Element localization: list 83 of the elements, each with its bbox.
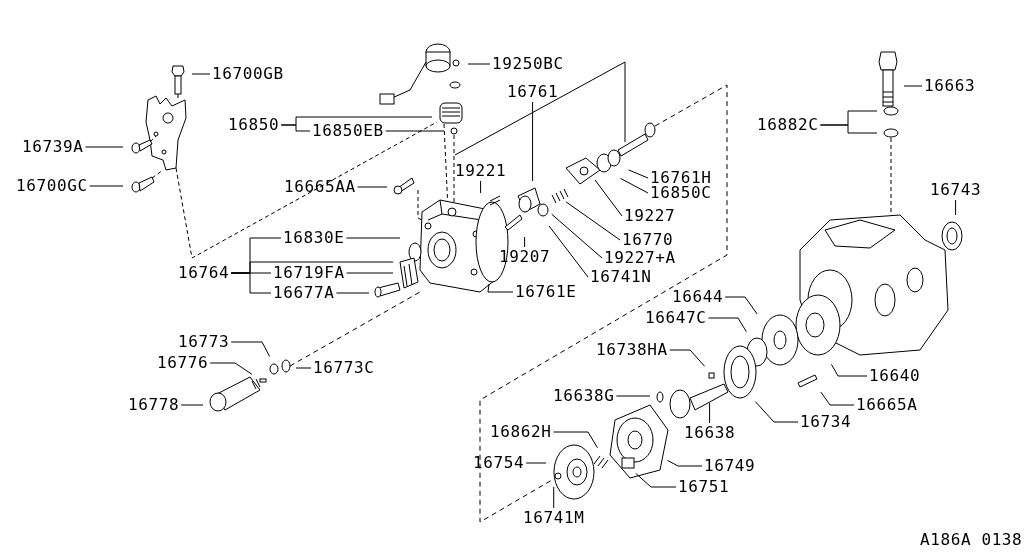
leader-line xyxy=(487,283,514,293)
leader-line xyxy=(230,272,272,294)
callout-number: 16761H xyxy=(650,169,712,187)
callout-number: 16751 xyxy=(678,478,730,496)
callout-number: 16773 xyxy=(178,333,230,351)
leader-line xyxy=(955,199,957,216)
callout-number: 16749 xyxy=(704,457,756,475)
leader-line xyxy=(707,317,747,333)
leader-line xyxy=(209,362,253,375)
callout-number: 16647C xyxy=(645,309,707,327)
callout-number: 16761E xyxy=(515,283,577,301)
callout-number: 16754 xyxy=(473,454,525,472)
callout-number: 16638G xyxy=(553,387,615,405)
leader-line xyxy=(280,124,311,132)
leader-line xyxy=(480,180,482,194)
leader-line xyxy=(553,486,555,509)
callout-number: 16700GC xyxy=(16,177,88,195)
leader-line xyxy=(830,363,868,377)
callout-number: 16739A xyxy=(22,138,84,156)
leader-line xyxy=(548,225,589,278)
leader-line xyxy=(709,402,711,424)
leader-line xyxy=(532,101,534,182)
leader-line xyxy=(565,201,621,241)
callout-number: 16741M xyxy=(523,509,585,527)
leader-line xyxy=(335,292,370,294)
callout-number: 19207 xyxy=(499,248,551,266)
callout-number: 16644 xyxy=(672,288,724,306)
callout-number: 16638 xyxy=(684,424,736,442)
leader-line xyxy=(524,236,526,248)
leader-line xyxy=(551,213,603,259)
leader-line xyxy=(619,177,649,194)
callout-number: 19227 xyxy=(624,207,676,225)
leader-line xyxy=(467,63,491,65)
callout-number: 16776 xyxy=(157,354,209,372)
leader-line xyxy=(295,367,312,369)
callout-number: 16738HA xyxy=(596,341,668,359)
leader-line xyxy=(820,391,855,406)
callout-number: 16640 xyxy=(869,367,921,385)
callout-number: 16778 xyxy=(128,396,180,414)
callout-number: 16862H xyxy=(490,423,552,441)
leader-line xyxy=(628,169,649,179)
callout-number: 16665AA xyxy=(284,178,356,196)
leader-line xyxy=(594,179,623,217)
leader-line xyxy=(385,130,445,132)
leader-line xyxy=(180,404,204,406)
leader-line xyxy=(191,73,211,75)
leader-line xyxy=(903,85,923,87)
callout-number: 16761 xyxy=(507,83,559,101)
callout-number: 19227+A xyxy=(604,249,676,267)
callout-number: 16882C xyxy=(757,116,819,134)
leader-line xyxy=(552,431,598,449)
callout-number: 16663 xyxy=(924,77,976,95)
callout-number: 16734 xyxy=(800,413,852,431)
leader-line xyxy=(724,296,758,315)
leader-line xyxy=(357,186,388,188)
callout-number: 16770 xyxy=(622,231,674,249)
leader-line xyxy=(89,185,124,187)
callout-number: 16665A xyxy=(856,396,918,414)
leader-line xyxy=(666,459,703,467)
callout-number: 16850C xyxy=(650,184,712,202)
callout-number: 16677A xyxy=(273,284,335,302)
callout-number: 16773C xyxy=(313,359,375,377)
callout-number: 16830E xyxy=(283,229,345,247)
leader-line xyxy=(346,272,394,274)
leader-line xyxy=(525,462,547,464)
leader-line xyxy=(230,341,271,358)
callout-number: 16741N xyxy=(590,268,652,286)
callout-number: 16719FA xyxy=(273,264,345,282)
callout-number: 16743 xyxy=(930,181,982,199)
callout-number: 16850 xyxy=(228,116,280,134)
leader-line xyxy=(754,401,799,423)
leader-line xyxy=(84,146,124,148)
callout-number: 19250BC xyxy=(492,55,564,73)
leader-line xyxy=(615,395,651,397)
leader-line xyxy=(819,124,878,134)
drawing-number: A186A 0138 xyxy=(920,531,1023,549)
callout-number: 16764 xyxy=(178,264,230,282)
callout-number: 16850EB xyxy=(312,122,384,140)
leader-line xyxy=(635,472,677,488)
leader-line xyxy=(669,349,706,367)
callout-number: 19221 xyxy=(455,162,507,180)
callout-number: 16700GB xyxy=(212,65,284,83)
leader-line xyxy=(345,237,401,239)
